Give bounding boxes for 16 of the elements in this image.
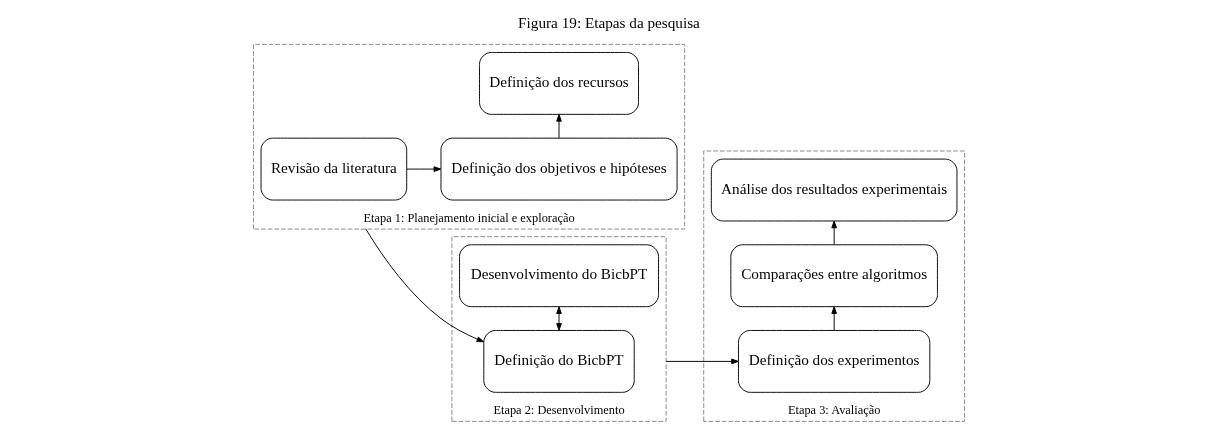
node-box: Definição dos objetivos e hipóteses — [440, 137, 678, 201]
node-box: Desenvolvimento do BicbPT — [458, 244, 659, 308]
arrow — [830, 220, 837, 246]
arrow — [364, 228, 484, 343]
arrow — [555, 114, 562, 139]
node-box: Revisão da literatura — [260, 137, 407, 201]
node-box: Definição do BicbPT — [482, 330, 635, 393]
node-box: Análise dos resultados experimentais — [710, 158, 957, 222]
arrow — [830, 306, 837, 331]
arrow — [665, 358, 739, 365]
node-box: Definição dos recursos — [478, 52, 639, 115]
arrow — [555, 306, 562, 331]
diagram-title: Figura 19: Etapas da pesquisa — [517, 14, 700, 31]
node-box: Comparações entre algoritmos — [729, 244, 938, 308]
arrow — [406, 166, 441, 172]
node-box: Definição dos experimentos — [737, 330, 930, 393]
